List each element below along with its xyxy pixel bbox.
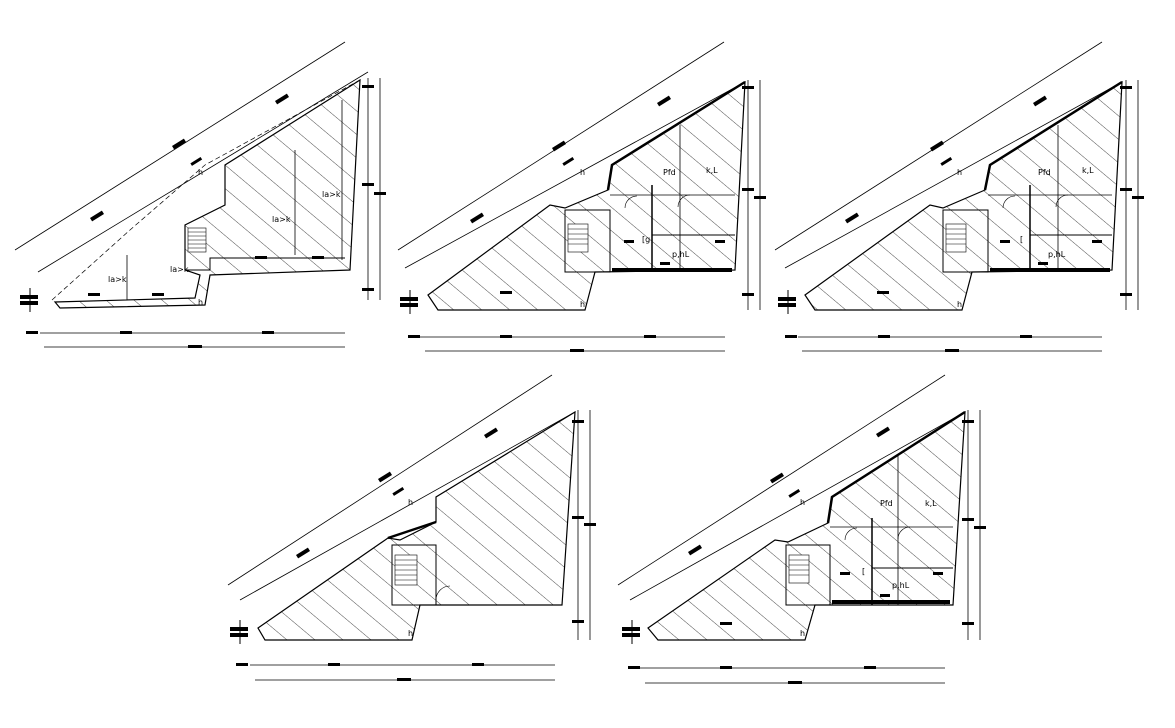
room-label: Pfd [880,499,893,508]
plan-4: h h [227,374,596,681]
section-marker: h [580,300,585,309]
section-marker: h [957,168,962,177]
section-marker: h [580,168,585,177]
section-marker: h [408,629,413,638]
room-label: p,hL [1048,250,1066,259]
room-label: p,hL [892,581,910,590]
room-label: la>k [170,265,189,274]
north-symbol-icon [230,620,248,644]
section-marker: h [198,298,203,307]
plan-2: Pfd k,L [g p,hL h h [397,41,766,352]
plan-1: la>k la>k la>k la>k h h [14,41,386,348]
room-label: p,hL [672,250,690,259]
plan-5: Pfd k,L [ p,hL h h [617,374,986,684]
section-marker: h [408,498,413,507]
section-marker: h [800,498,805,507]
room-label: k,L [1082,166,1094,175]
section-marker: h [957,300,962,309]
north-symbol-icon [20,288,38,312]
north-symbol-icon [778,290,796,314]
north-symbol-icon [622,620,640,644]
room-label: k,L [706,166,718,175]
room-label: [g [642,235,650,244]
section-marker: h [198,168,203,177]
room-label: Pfd [663,168,676,177]
room-label: Pfd [1038,168,1051,177]
room-label: k,L [925,499,937,508]
north-symbol-icon [400,290,418,314]
room-label: [ [862,567,865,576]
room-label: [ [1020,235,1023,244]
room-label: la>k [322,190,341,199]
room-label: la>k [108,275,127,284]
room-label: la>k [272,215,291,224]
section-marker: h [800,629,805,638]
plan-3: Pfd k,L [ p,hL h h [774,41,1144,352]
